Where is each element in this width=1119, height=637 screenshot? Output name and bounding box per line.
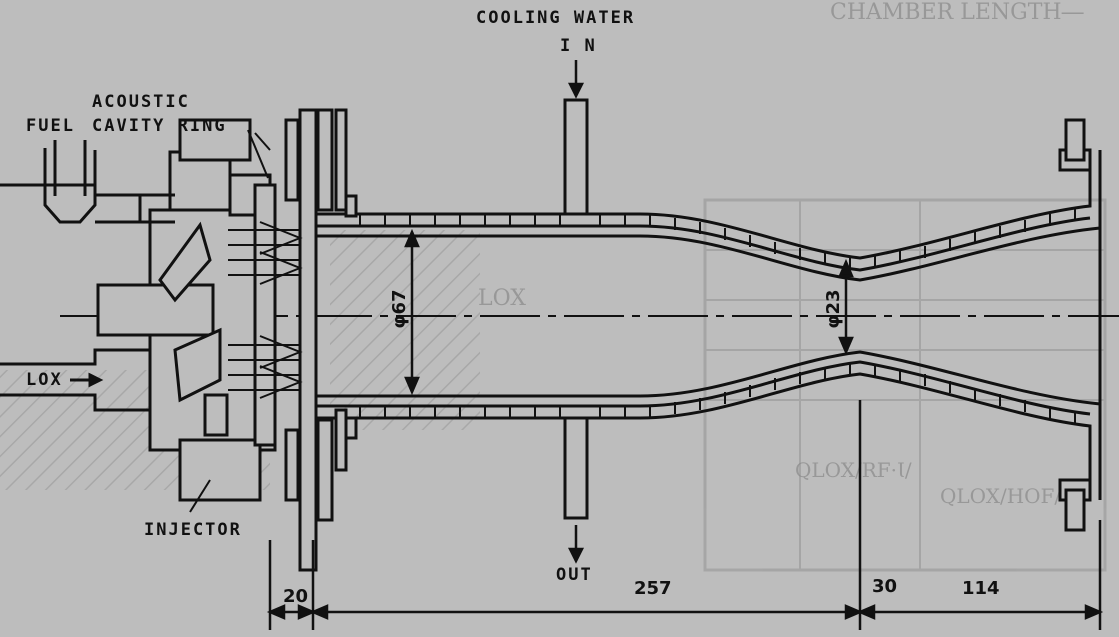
length-dimension — [266, 400, 1104, 630]
acoustic-label: ACOUSTIC — [92, 92, 190, 112]
lox-ghost-label: LOX — [478, 286, 526, 311]
flow-arrows — [567, 60, 585, 564]
chamber-gas-wall-upper — [315, 226, 1102, 440]
cooling-channels-upper — [359, 209, 1076, 269]
cavity-ring-label: CAVITY RING — [92, 116, 227, 136]
chamber-wall-lower-outer — [315, 372, 1092, 500]
background-formula-2: QLOX/HOF/ — [940, 484, 1062, 508]
chamber-flange — [284, 108, 358, 572]
chamber-wall-upper-outer — [315, 150, 1092, 260]
nozzle-exit-flange — [1058, 118, 1102, 532]
lox-inlet — [0, 348, 150, 412]
background-header-text: CHAMBER LENGTH― — [830, 0, 1084, 25]
cooling-channels-lower — [359, 363, 1076, 423]
dimension-phi23 — [838, 258, 854, 356]
fuel-label: FUEL — [26, 116, 75, 136]
injector-body — [96, 118, 277, 502]
length-20-label: 20 — [283, 586, 309, 607]
injector-label: INJECTOR — [144, 520, 242, 540]
out-label: OUT — [556, 565, 593, 585]
background-formula-1: QLOX/RF·Ɩ/ — [795, 458, 912, 482]
chamber-gas-wall-lower — [315, 350, 1101, 406]
phi23-label: φ23 — [823, 289, 844, 329]
in-label: I N — [560, 36, 597, 56]
dimension-phi67 — [404, 228, 420, 396]
injector-elements — [228, 221, 303, 399]
leader-lines — [189, 129, 271, 513]
cooling-water-label: COOLING WATER — [476, 8, 636, 28]
length-30-label: 30 — [872, 576, 898, 597]
length-257-label: 257 — [634, 578, 672, 599]
phi67-label: φ67 — [389, 289, 410, 329]
cooling-water-pipes — [563, 98, 589, 520]
fuel-inlet — [0, 140, 175, 224]
lox-label: LOX — [26, 370, 63, 390]
length-114-label: 114 — [962, 578, 1000, 599]
